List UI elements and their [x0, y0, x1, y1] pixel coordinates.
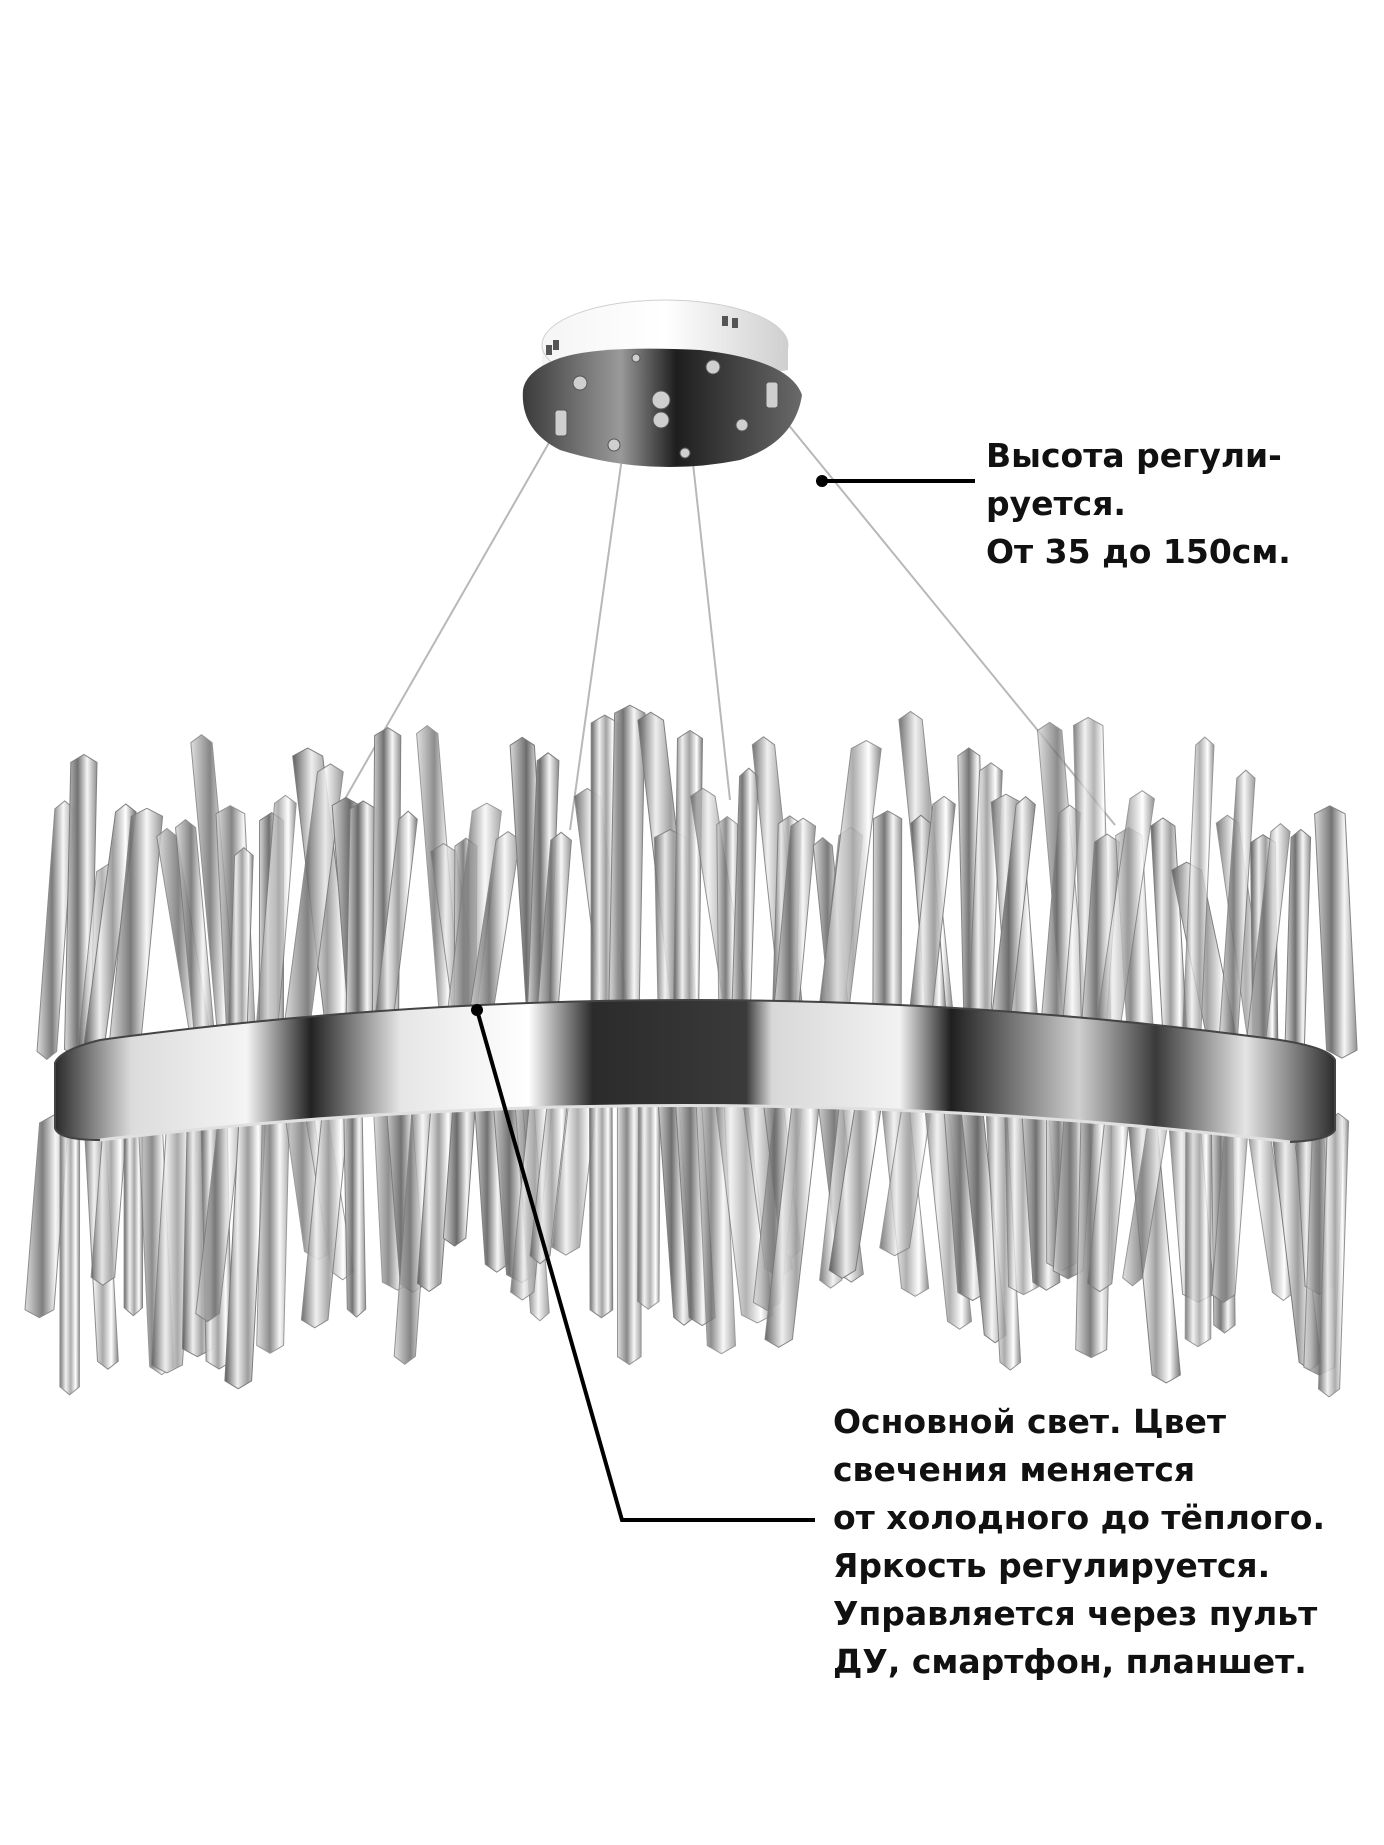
main-light-callout: Основной свет. Цвет свечения меняется от… [833, 1398, 1325, 1686]
crystal-prism [588, 1070, 614, 1319]
crystal-prism [731, 767, 759, 1021]
crystal-prism [345, 800, 377, 1032]
ceiling-canopy [522, 299, 802, 468]
chrome-ring-band [54, 999, 1336, 1144]
cable [569, 435, 626, 831]
crystal-prism [59, 1111, 81, 1396]
height-callout-leader [816, 475, 975, 487]
crystal-prism [1317, 1112, 1350, 1398]
light-callout-leader [471, 1004, 815, 1522]
crystal-prism [872, 810, 903, 1024]
callout-line: ДУ, смартфон, планшет. [833, 1642, 1307, 1681]
callout-line: Высота регули- [986, 436, 1282, 475]
crystal-prism [36, 800, 76, 1061]
crystal-prism [1150, 817, 1188, 1042]
callout-line: от холодного до тёплого. [833, 1498, 1326, 1537]
callout-line: свечения меняется [833, 1450, 1196, 1489]
callout-line: От 35 до 150см. [986, 532, 1291, 571]
lower-crystals [24, 1069, 1350, 1398]
crystal-prism [608, 704, 646, 1022]
callout-line: Управляется через пульт [833, 1594, 1318, 1633]
crystal-prism [1284, 828, 1312, 1056]
height-adjust-callout: Высота регули- руется. От 35 до 150см. [986, 432, 1291, 576]
callout-line: Яркость регулируется. [833, 1546, 1271, 1585]
callout-line: Основной свет. Цвет [833, 1402, 1227, 1441]
callout-line: руется. [986, 484, 1126, 523]
crystal-prism [673, 729, 704, 1021]
crystal-prism [256, 1088, 291, 1354]
crystal-prism [1314, 805, 1358, 1059]
cable [309, 419, 563, 861]
cable [689, 435, 731, 801]
